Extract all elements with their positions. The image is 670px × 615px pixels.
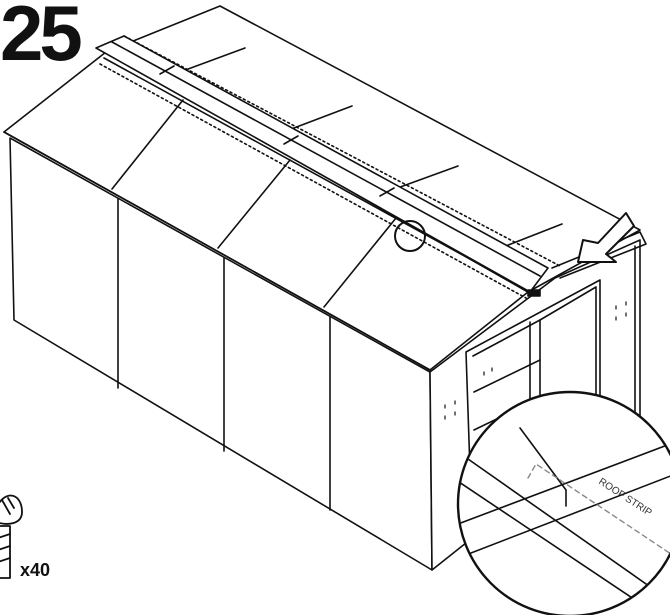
fastener-quantity: x40 [20,560,51,580]
left-wall [9,137,433,571]
screw-icon [0,494,23,579]
magnifier-detail [456,390,670,615]
screw-line-dotted [99,35,561,299]
arrow-icon [577,212,635,263]
detail-marker-circle [394,220,426,252]
ridge-roof-strip [95,35,549,297]
step-number: 25 [0,0,83,77]
roof-far-slope [105,5,647,293]
